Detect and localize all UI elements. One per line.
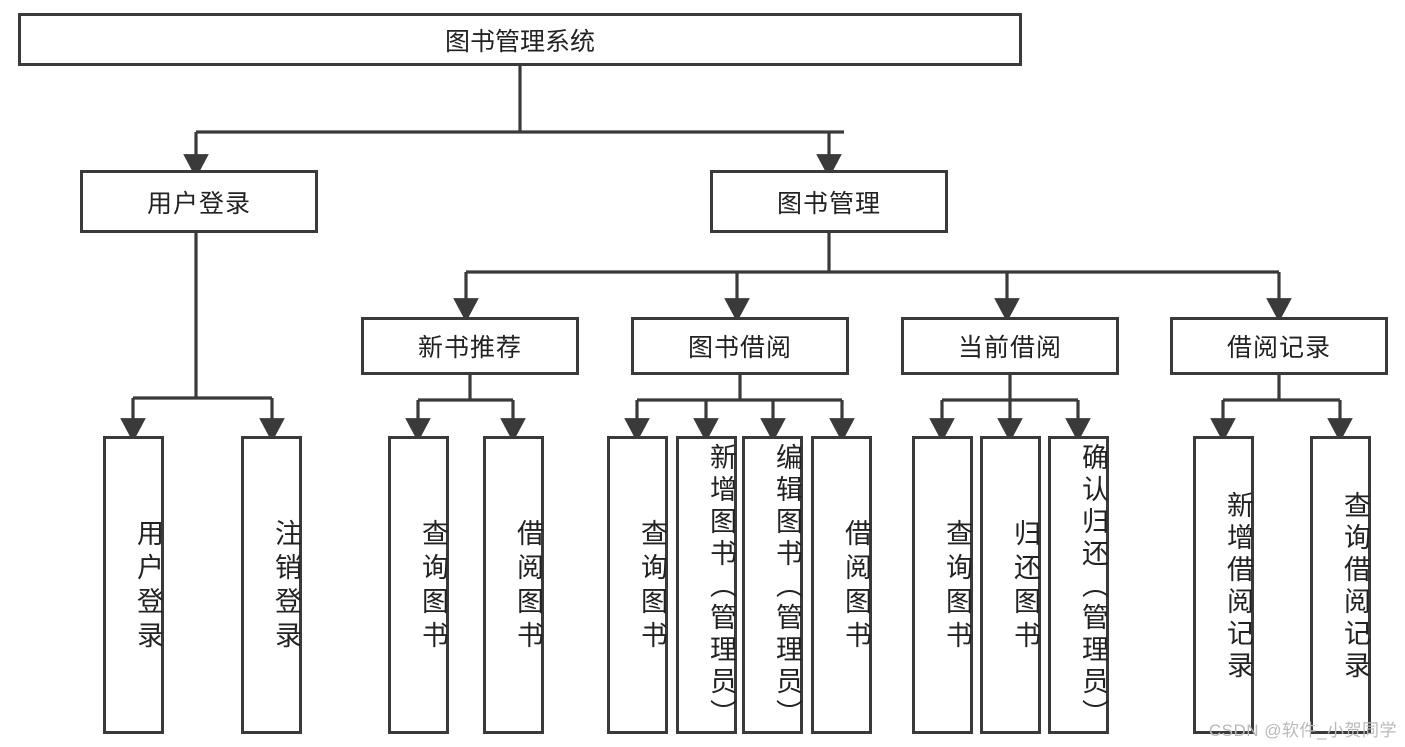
node-leaf-add-book-admin[interactable]: 新增图书（管理员） <box>676 436 737 734</box>
node-label: 图书借阅 <box>687 334 792 362</box>
node-label: 图书管理系统 <box>444 27 595 56</box>
node-borrow-records[interactable]: 借阅记录 <box>1170 317 1388 375</box>
node-label: 编辑图书（管理员） <box>772 443 802 731</box>
node-leaf-query-books-borrow[interactable]: 查询图书 <box>607 436 668 734</box>
node-leaf-confirm-return-admin[interactable]: 确认归还（管理员） <box>1048 436 1109 734</box>
node-user-login[interactable]: 用户登录 <box>80 170 318 233</box>
node-leaf-borrow-books[interactable]: 借阅图书 <box>811 436 872 734</box>
node-current-borrowing[interactable]: 当前借阅 <box>901 317 1119 375</box>
node-label: 当前借阅 <box>957 334 1062 362</box>
node-label: 查询图书 <box>637 519 667 655</box>
node-label: 用户登录 <box>133 519 163 655</box>
node-leaf-return-books[interactable]: 归还图书 <box>980 436 1041 734</box>
node-label: 新书推荐 <box>417 334 522 362</box>
node-book-borrowing[interactable]: 图书借阅 <box>631 317 849 375</box>
node-leaf-edit-book-admin[interactable]: 编辑图书（管理员） <box>742 436 803 734</box>
node-label: 归还图书 <box>1010 519 1040 655</box>
node-leaf-logout[interactable]: 注销登录 <box>241 436 302 734</box>
node-leaf-user-login[interactable]: 用户登录 <box>103 436 164 734</box>
node-label: 新增借阅记录 <box>1223 491 1253 683</box>
node-label: 查询借阅记录 <box>1340 491 1370 683</box>
node-leaf-query-books-current[interactable]: 查询图书 <box>912 436 973 734</box>
node-label: 查询图书 <box>418 519 448 655</box>
csdn-watermark: CSDN @软件_小贺同学 <box>1208 721 1397 740</box>
node-label: 图书管理 <box>776 189 881 218</box>
node-leaf-add-borrow-record[interactable]: 新增借阅记录 <box>1193 436 1254 734</box>
node-label: 新增图书（管理员） <box>706 443 736 731</box>
node-leaf-borrow-books-recommend[interactable]: 借阅图书 <box>483 436 544 734</box>
node-label: 查询图书 <box>942 519 972 655</box>
node-label: 确认归还（管理员） <box>1078 443 1108 731</box>
node-label: 借阅图书 <box>513 519 543 655</box>
node-label: 借阅图书 <box>841 519 871 655</box>
node-book-management[interactable]: 图书管理 <box>710 170 948 233</box>
node-leaf-query-books-recommend[interactable]: 查询图书 <box>388 436 449 734</box>
node-new-book-recommendation[interactable]: 新书推荐 <box>361 317 579 375</box>
node-label: 注销登录 <box>271 519 301 655</box>
node-label: 借阅记录 <box>1226 334 1331 362</box>
node-root-book-management-system[interactable]: 图书管理系统 <box>18 13 1022 66</box>
node-leaf-query-borrow-record[interactable]: 查询借阅记录 <box>1310 436 1371 734</box>
node-label: 用户登录 <box>146 189 251 218</box>
